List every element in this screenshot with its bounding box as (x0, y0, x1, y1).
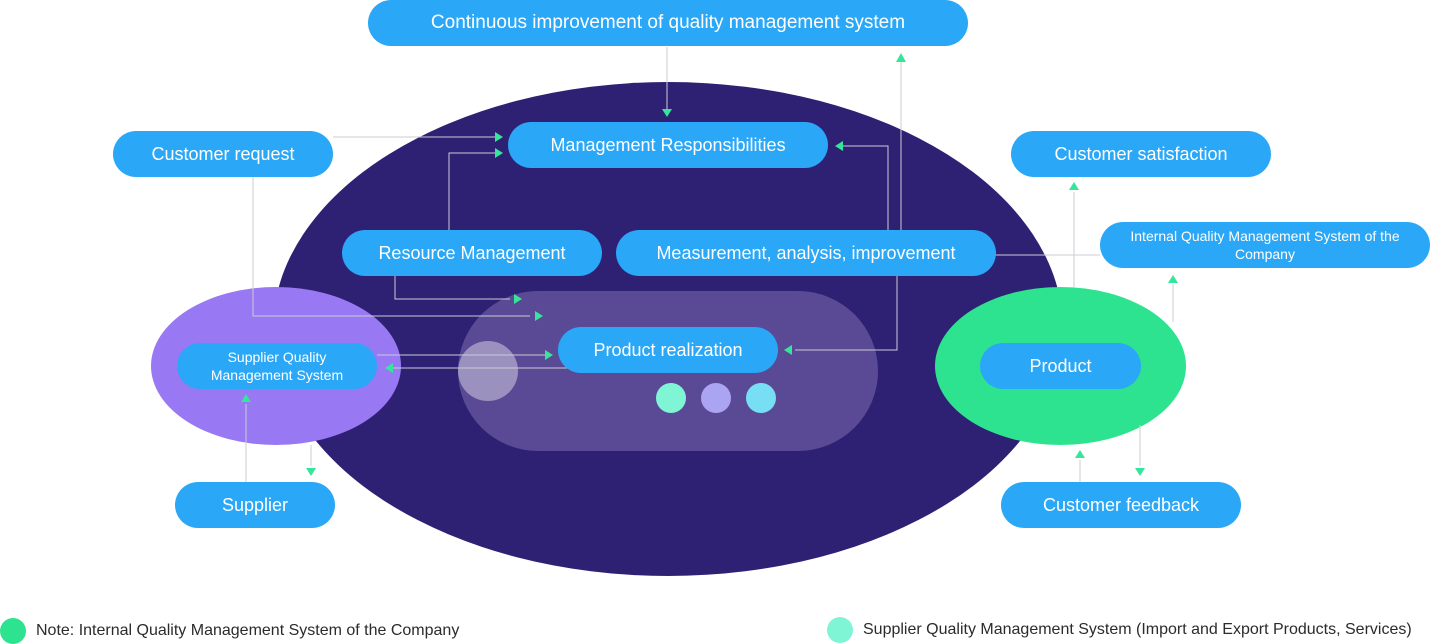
arrowhead-resource-into-management (495, 148, 503, 158)
arrowhead-into-supplier (306, 468, 316, 476)
arrowhead-measurement-into-realization (784, 345, 792, 355)
management-responsibilities-node: Management Responsibilities (508, 122, 828, 168)
arrowhead-into-management-top (662, 109, 672, 117)
indicator-dot-lavender (701, 383, 731, 413)
customer-satisfaction-node: Customer satisfaction (1011, 131, 1271, 177)
legend-supplier: Supplier Quality Management System (Impo… (827, 617, 1412, 643)
resource-management-node: Resource Management (342, 230, 602, 276)
arrowhead-resource-into-realization (514, 294, 522, 304)
measurement-analysis-improvement-node: Measurement, analysis, improvement (616, 230, 996, 276)
product-node: Product (980, 343, 1141, 389)
arrowhead-measurement-into-management (835, 141, 843, 151)
arrowhead-realization-into-supplierqms (385, 363, 393, 373)
supplier-node: Supplier (175, 482, 335, 528)
legend-company-swatch (0, 618, 26, 644)
legend-supplier-swatch (827, 617, 853, 643)
legend-company-label: Note: Internal Quality Management System… (36, 622, 460, 639)
connector-measurement-to-realization (795, 276, 898, 351)
continuous-improvement-node: Continuous improvement of quality manage… (368, 0, 968, 46)
arrowhead-into-improvement (896, 53, 906, 62)
customer-request-node: Customer request (113, 131, 333, 177)
arrowhead-into-feedback (1135, 468, 1145, 476)
connector-measurement-to-management (843, 145, 889, 230)
supplier-qms-node: Supplier Quality Management System (177, 343, 377, 389)
band-circle (458, 341, 518, 401)
product-realization-node: Product realization (558, 327, 778, 373)
legend-company: Note: Internal Quality Management System… (0, 618, 459, 644)
arrowhead-into-supplierqms (241, 394, 251, 402)
arrowhead-into-product (1075, 450, 1085, 458)
arrowhead-request-into-management (495, 132, 503, 142)
customer-feedback-node: Customer feedback (1001, 482, 1241, 528)
arrowhead-request-into-realization (535, 311, 543, 321)
indicator-dot-mint (656, 383, 686, 413)
legend-supplier-label: Supplier Quality Management System (Impo… (863, 621, 1412, 638)
connector-resource-to-management (448, 152, 495, 230)
arrowhead-into-internal (1168, 275, 1178, 283)
connector-request-to-realization (252, 177, 530, 317)
arrowhead-supplierqms-into-realization (545, 350, 553, 360)
indicator-dot-sky (746, 383, 776, 413)
connector-resource-to-realization (394, 276, 510, 300)
internal-qms-node: Internal Quality Management System of th… (1100, 222, 1430, 268)
arrowhead-into-satisfaction (1069, 182, 1079, 190)
